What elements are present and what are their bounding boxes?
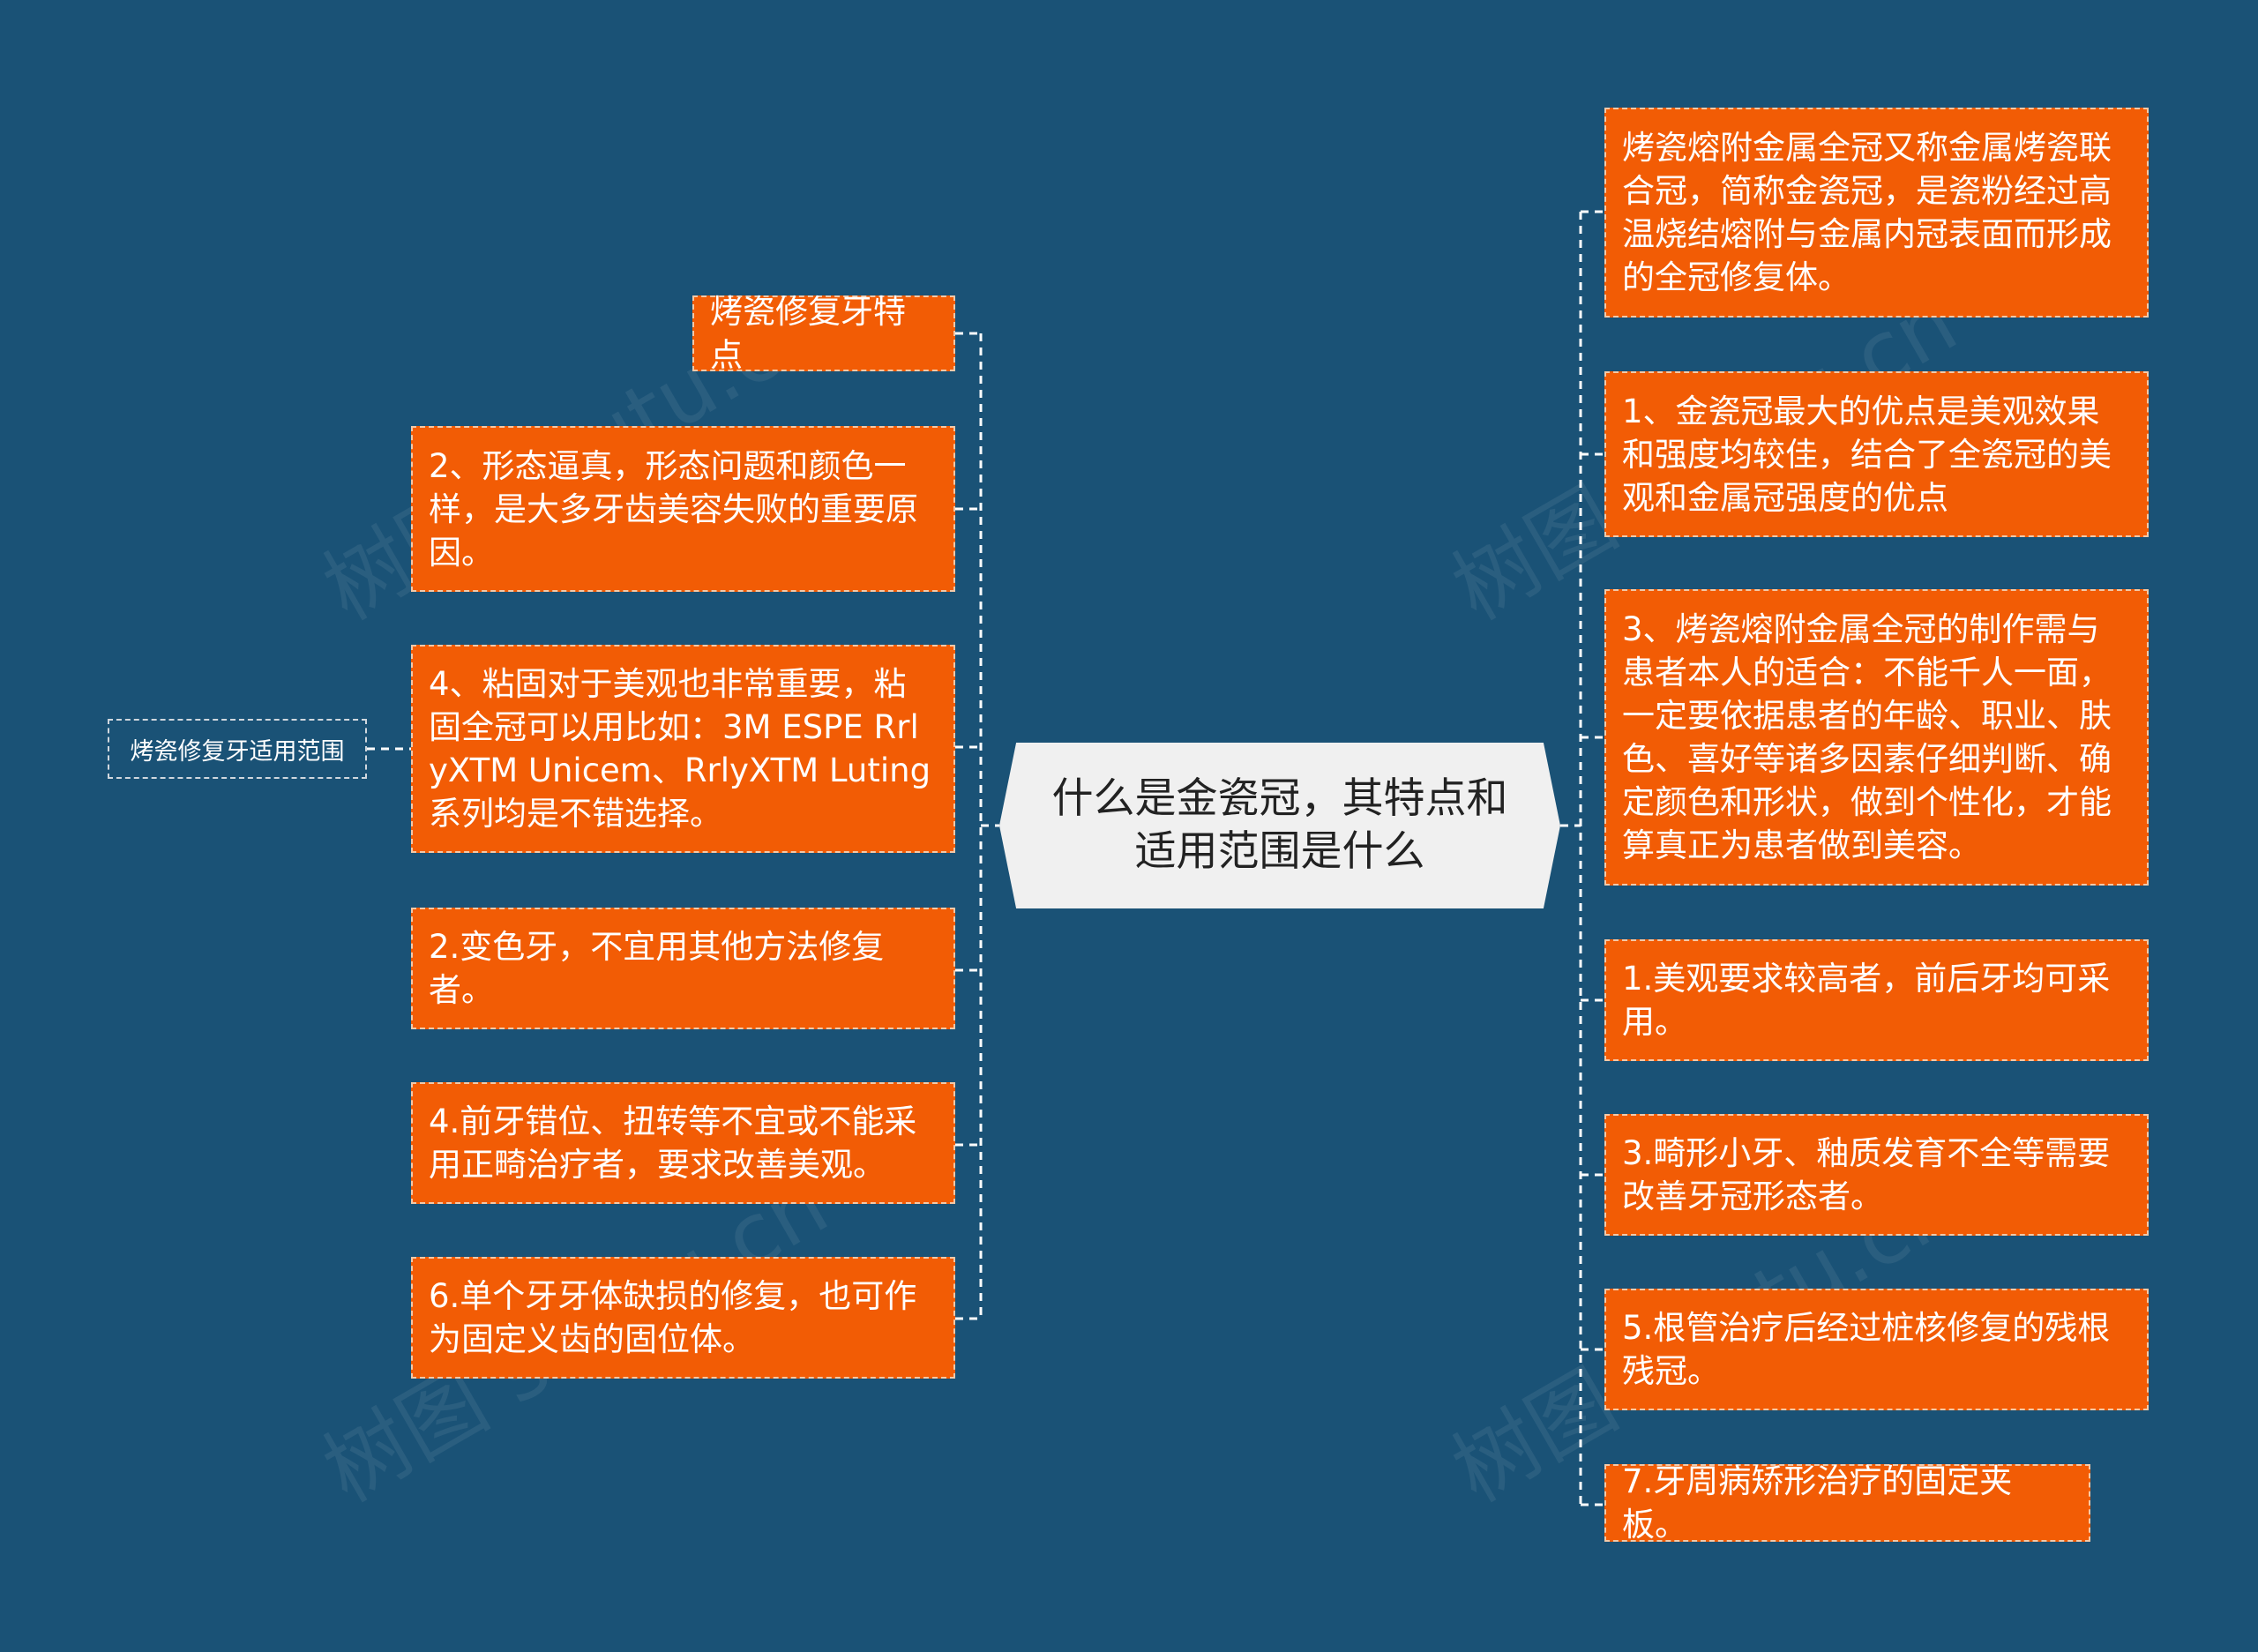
topic-node-text: 1.美观要求较高者，前后牙均可采用。 bbox=[1622, 960, 2111, 1041]
branch-label-scope[interactable]: 烤瓷修复牙适用范围 bbox=[108, 719, 367, 779]
topic-node-left-2[interactable]: 2、形态逼真，形态问题和颜色一样，是大多牙齿美容失败的重要原因。 bbox=[411, 426, 955, 592]
topic-node-left-1[interactable]: 烤瓷修复牙特点 bbox=[692, 293, 955, 374]
topic-node-text: 3、烤瓷熔附金属全冠的制作需与患者本人的适合：不能千人一面，一定要依据患者的年龄… bbox=[1622, 610, 2112, 864]
topic-node-left-6[interactable]: 6.单个牙牙体缺损的修复，也可作为固定义齿的固位体。 bbox=[411, 1257, 955, 1379]
topic-node-left-4[interactable]: 2.变色牙，不宜用其他方法修复者。 bbox=[411, 908, 955, 1029]
topic-node-text: 6.单个牙牙体缺损的修复，也可作为固定义齿的固位体。 bbox=[429, 1277, 917, 1358]
topic-node-text: 1、金瓷冠最大的优点是美观效果和强度均较佳，结合了全瓷冠的美观和金属冠强度的优点 bbox=[1622, 392, 2112, 517]
topic-node-right-4[interactable]: 1.美观要求较高者，前后牙均可采用。 bbox=[1604, 939, 2149, 1061]
topic-node-text: 4.前牙错位、扭转等不宜或不能采用正畸治疗者，要求改善美观。 bbox=[429, 1103, 917, 1184]
central-topic[interactable]: 什么是金瓷冠，其特点和适用范围是什么 bbox=[999, 743, 1560, 908]
topic-node-text: 2、形态逼真，形态问题和颜色一样，是大多牙齿美容失败的重要原因。 bbox=[429, 446, 918, 572]
central-topic-text: 什么是金瓷冠，其特点和适用范围是什么 bbox=[1051, 774, 1508, 876]
topic-node-right-7[interactable]: 7.牙周病矫形治疗的固定夹板。 bbox=[1604, 1462, 2090, 1544]
topic-node-text: 2.变色牙，不宜用其他方法修复者。 bbox=[429, 928, 885, 1009]
topic-node-text: 4、粘固对于美观也非常重要，粘固全冠可以用比如：3M ESPE RrlyXTM … bbox=[429, 665, 931, 833]
topic-node-left-3[interactable]: 4、粘固对于美观也非常重要，粘固全冠可以用比如：3M ESPE RrlyXTM … bbox=[411, 645, 955, 853]
topic-node-left-5[interactable]: 4.前牙错位、扭转等不宜或不能采用正畸治疗者，要求改善美观。 bbox=[411, 1082, 955, 1204]
topic-node-right-6[interactable]: 5.根管治疗后经过桩核修复的残根残冠。 bbox=[1604, 1289, 2149, 1410]
topic-node-text: 烤瓷熔附金属全冠又称金属烤瓷联合冠，简称金瓷冠，是瓷粉经过高温烧结熔附与金属内冠… bbox=[1622, 129, 2112, 296]
topic-node-right-2[interactable]: 1、金瓷冠最大的优点是美观效果和强度均较佳，结合了全瓷冠的美观和金属冠强度的优点 bbox=[1604, 371, 2149, 537]
topic-node-right-3[interactable]: 3、烤瓷熔附金属全冠的制作需与患者本人的适合：不能千人一面，一定要依据患者的年龄… bbox=[1604, 589, 2149, 886]
topic-node-text: 7.牙周病矫形治疗的固定夹板。 bbox=[1622, 1462, 2013, 1544]
topic-node-text: 3.畸形小牙、釉质发育不全等需要改善牙冠形态者。 bbox=[1622, 1134, 2111, 1215]
topic-node-text: 烤瓷修复牙特点 bbox=[710, 293, 906, 374]
topic-node-text: 5.根管治疗后经过桩核修复的残根残冠。 bbox=[1622, 1309, 2111, 1390]
branch-label-text: 烤瓷修复牙适用范围 bbox=[130, 737, 345, 766]
topic-node-right-1[interactable]: 烤瓷熔附金属全冠又称金属烤瓷联合冠，简称金瓷冠，是瓷粉经过高温烧结熔附与金属内冠… bbox=[1604, 108, 2149, 318]
topic-node-right-5[interactable]: 3.畸形小牙、釉质发育不全等需要改善牙冠形态者。 bbox=[1604, 1114, 2149, 1236]
